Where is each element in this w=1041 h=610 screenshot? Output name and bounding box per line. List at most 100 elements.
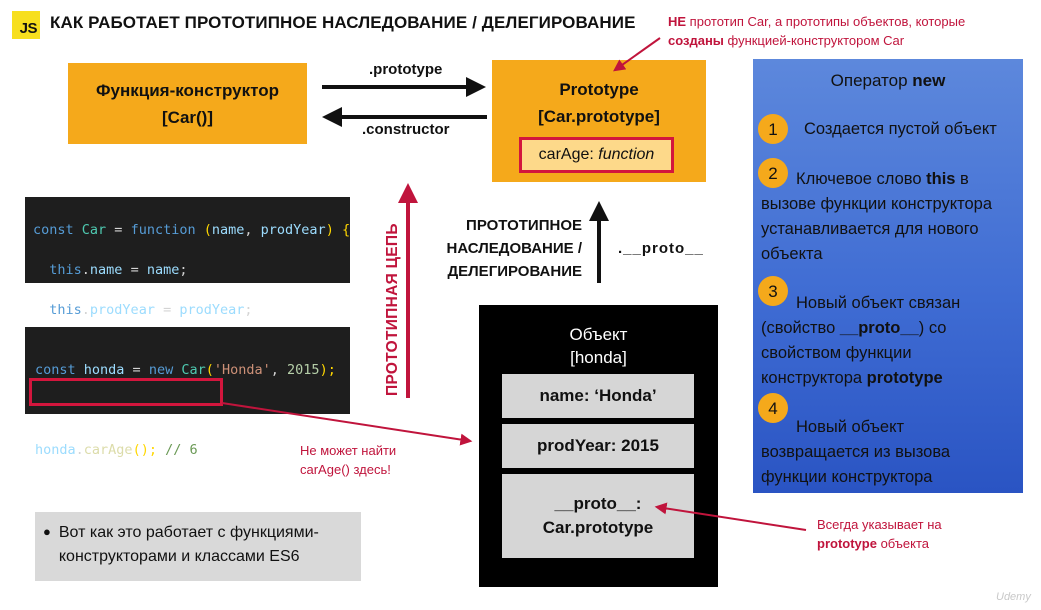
step-2-line-4: объекта [761,245,823,263]
code-token: ; [244,302,253,318]
prototype-title: Prototype [559,80,639,99]
points-to-bold: prototype [817,536,877,551]
points-to-line-1: Всегда указывает на [817,517,942,532]
step-number: 4 [758,393,788,423]
proto-arrow-label: .__proto__ [618,240,704,257]
code-token: Car [181,362,206,378]
code-token: const [33,222,74,238]
js-logo: JS [12,11,40,39]
points-to-arrow [654,502,807,531]
step-3-line-2-bold: __proto__ [839,319,919,337]
code-token: , [244,222,261,238]
carage-method-type: function [598,146,655,163]
code-token: . [75,442,84,458]
code2-line-1: const honda = new Car('Honda', 2015); [35,360,340,380]
step-2-post: в [955,170,969,188]
top-note-arrow [613,37,661,72]
step-2-text: Ключевое слово this в вызове функции кон… [761,167,1023,267]
code-token: name [211,222,245,238]
step-3-line-4-bold: prototype [866,369,943,387]
code2-line-2: honda.carAge(); // 6 [35,440,340,460]
summary-line-2: конструкторами и классами ES6 [58,548,300,565]
step-4-text: Новый объект возвращается из вызова функ… [761,415,1023,490]
code-token: honda [35,442,76,458]
code-token: { [341,222,351,238]
code-token: ( [205,362,214,378]
cannot-find-line-1: Не может найти [300,443,397,458]
step-2-pre: Ключевое слово [796,170,927,188]
code1-line-1: const Car = function (name, prodYear) { [33,220,350,240]
page-title: КАК РАБОТАЕТ ПРОТОТИПНОЕ НАСЛЕДОВАНИЕ / … [50,13,636,32]
code-token: function [130,222,196,238]
code-token: prodYear [179,302,245,318]
step-3-line-2-post: ) со [918,319,947,337]
step-number: 1 [758,114,788,144]
step-3-text: Новый объект связан (свойство __proto__)… [761,291,1023,391]
step-number: 2 [758,158,788,188]
code-token: ( [203,222,212,238]
proto-value: Car.prototype [542,518,654,537]
new-operator-title: Оператор new [753,68,1023,93]
code-token: // 6 [165,442,198,458]
new-title-bold: new [912,71,946,90]
step-4-line-1: Новый объект [796,418,905,436]
constructor-name: [Car()] [162,107,213,127]
property-prodyear: prodYear: 2015 [502,424,694,468]
code-token: = [154,302,180,318]
constructor-arrow-label: .constructor [362,121,450,138]
inheritance-label: ПРОТОТИПНОЕ НАСЛЕДОВАНИЕ / ДЕЛЕГИРОВАНИЕ [432,214,582,283]
summary-line-1: Вот как это работает с функциями- [58,524,319,541]
object-name: [honda] [570,348,627,367]
top-note-bold-2: созданы [668,33,724,48]
instance-code-block: const honda = new Car('Honda', 2015); ho… [25,327,350,458]
step-3-line-2-pre: (свойство [761,319,840,337]
inheritance-line-1: ПРОТОТИПНОЕ [466,217,582,234]
property-proto: __proto__: Car.prototype [502,474,694,558]
constructor-box: Функция-конструктор [Car()] [68,63,307,144]
step-4-line-3: функции конструктора [761,468,933,486]
bullet-icon: ● [43,524,51,539]
proto-key: __proto__: [554,494,642,513]
code1-line-3: this.prodYear = prodYear; [33,300,342,320]
step-number: 3 [758,276,788,306]
code-token: this [49,262,82,278]
step-2-line-3: устанавливается для нового [761,220,979,238]
step-1-text: Создается пустой объект [804,120,997,138]
points-to-text: объекта [876,536,930,551]
property-name: name: ‘Honda’ [502,374,694,418]
carage-call-highlight [29,378,223,406]
step-3-line-4-pre: конструктора [761,369,867,387]
step-2-line-2: вызове функции конструктора [761,195,993,213]
code-token: . [81,262,90,278]
top-note-text-1: прототип Car, а прототипы объектов, кото… [686,14,966,29]
code-token: prodYear [89,302,155,318]
cannot-find-note: Не может найти carAge() здесь! [300,441,396,479]
cannot-find-line-2: carAge() здесь! [300,462,391,477]
code-token: ) [325,222,342,238]
code-token: this [49,302,82,318]
prototype-name: [Car.prototype] [538,107,660,126]
code-token: carAge [83,442,133,458]
top-note-text-2: функцией-конструктором Car [723,33,905,48]
step-3-line-3: свойством функции [761,344,912,362]
code-token: (); [132,442,157,458]
code-token: 'Honda' [213,362,271,378]
code-token: name [146,262,180,278]
new-title-text: Оператор [830,71,913,90]
top-note-bold-1: НЕ [668,14,687,29]
code-token: , [270,362,288,378]
code-token: = [124,362,149,378]
code-token: 2015 [287,362,320,378]
top-note: НЕ прототип Car, а прототипы объектов, к… [668,12,998,50]
carage-method-box: carAge: function [519,137,674,173]
step-4-line-2: возвращается из вызова [761,443,951,461]
constructor-title: Функция-конструктор [96,80,279,100]
code-token: ); [319,362,336,378]
inheritance-line-2: НАСЛЕДОВАНИЕ / [446,240,582,257]
code-token: ; [179,262,188,278]
inheritance-line-3: ДЕЛЕГИРОВАНИЕ [447,263,582,280]
carage-method-name: carAge: [538,146,594,163]
code-token: name [89,262,123,278]
code-token: honda [83,362,125,378]
